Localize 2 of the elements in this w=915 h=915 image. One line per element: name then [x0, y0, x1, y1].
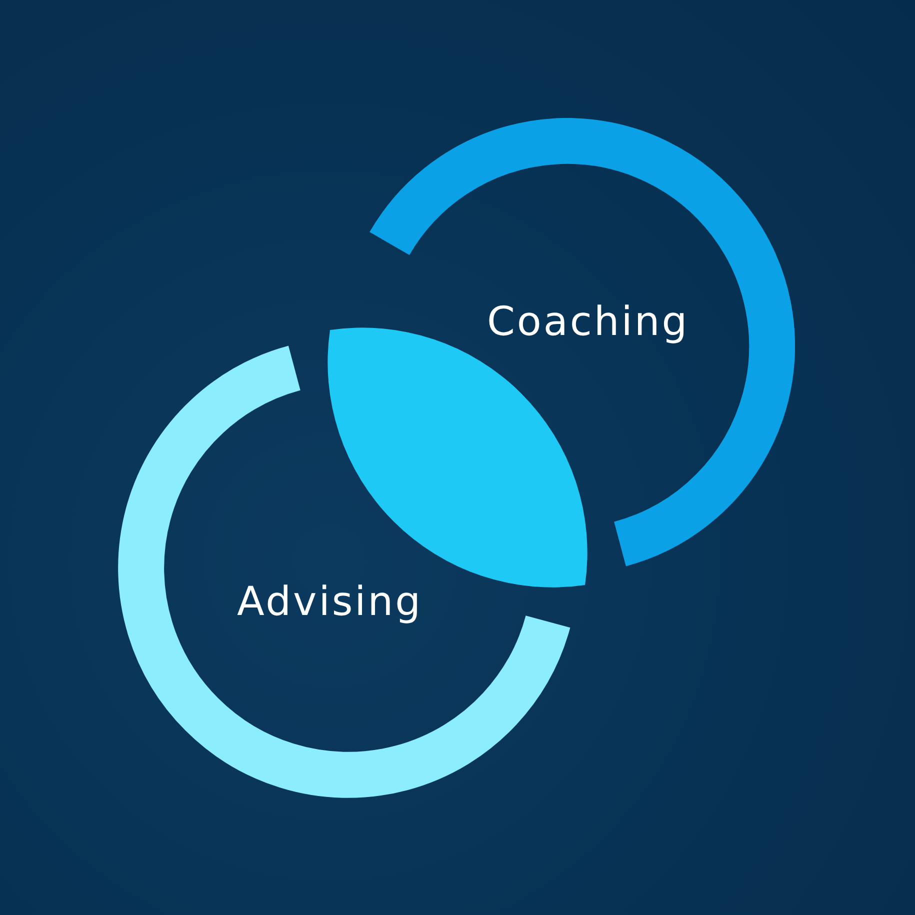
ring-label: Advising: [237, 582, 423, 622]
ring-label: Coaching: [487, 302, 690, 342]
